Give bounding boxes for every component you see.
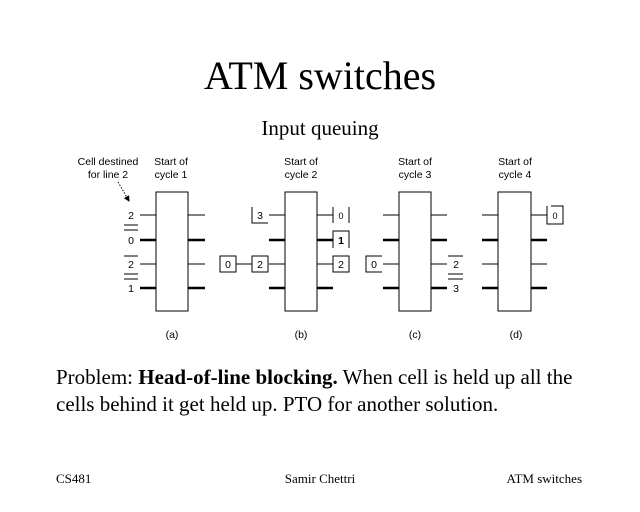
panel-c-caption: (c)	[409, 329, 421, 341]
body-prefix: Problem:	[56, 365, 139, 389]
panel-d-header1: Start of	[498, 156, 532, 168]
body-bold-term: Head-of-line blocking.	[138, 365, 338, 389]
annotation-arrow	[117, 181, 130, 202]
panel-d-header2: cycle 4	[499, 169, 532, 181]
output-cell: 0	[338, 211, 343, 221]
annotation-line2: for line 2	[88, 169, 128, 181]
queue-cell: 1	[128, 283, 134, 295]
panel-b-caption: (b)	[295, 329, 308, 341]
panel-c-header2: cycle 3	[399, 169, 432, 181]
footer-course: CS481	[56, 471, 92, 486]
annotation-line1: Cell destined	[78, 156, 139, 168]
output-cell: 2	[453, 259, 459, 271]
panel-b: Start of cycle 2 3 2 0 0 1 2 (b)	[219, 156, 350, 341]
switch-box	[155, 191, 189, 312]
panel-c-header1: Start of	[398, 156, 432, 168]
panel-a-header2: cycle 1	[155, 169, 188, 181]
panel-b-header1: Start of	[284, 156, 318, 168]
panel-d: Start of cycle 4 0 (d)	[482, 156, 564, 341]
input-cell: 2	[257, 259, 263, 271]
switch-box	[398, 191, 432, 312]
slide-subtitle: Input queuing	[261, 116, 379, 140]
output-cell: 3	[453, 283, 459, 295]
output-cell: 2	[338, 259, 344, 271]
input-cell: 0	[371, 259, 377, 271]
panel-c: Start of cycle 3 0 2 3 (c)	[365, 156, 463, 341]
panel-b-header2: cycle 2	[285, 169, 318, 181]
panel-d-caption: (d)	[510, 329, 523, 341]
footer-author: Samir Chettri	[284, 471, 356, 486]
output-cell: 1	[338, 235, 344, 247]
panel-a: Start of cycle 1 2 0 2 1 (a)	[124, 156, 205, 341]
switch-box	[284, 191, 318, 312]
body-paragraph: Problem: Head-of-line blocking. When cel…	[56, 364, 616, 418]
switch-box	[497, 191, 532, 312]
body-rest: When cell is held up all the cells behin…	[56, 365, 573, 416]
queue-cell: 2	[128, 259, 134, 271]
footer-topic: ATM switches	[506, 471, 582, 486]
queue-cell: 0	[128, 235, 134, 247]
input-cell: 0	[225, 259, 231, 271]
panel-a-caption: (a)	[166, 329, 179, 341]
output-cell: 0	[552, 211, 557, 221]
panel-a-header1: Start of	[154, 156, 188, 168]
input-cell: 3	[257, 210, 263, 222]
input-queuing-diagram: Cell destined for line 2 Start of cycle …	[78, 156, 564, 341]
queue-cell: 2	[128, 210, 134, 222]
slide-title: ATM switches	[203, 53, 437, 98]
